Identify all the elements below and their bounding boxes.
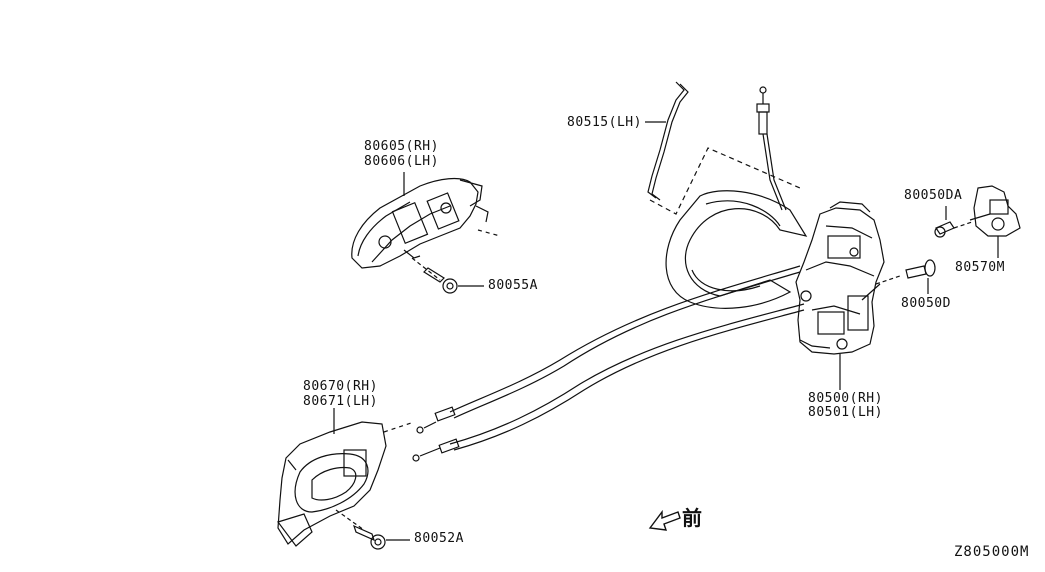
screw-80052A [335, 509, 410, 550]
rod-80515 [645, 81, 801, 215]
label-80052A: 80052A [414, 531, 464, 546]
label-80605: 80605(RH) [364, 139, 439, 154]
long-cables [412, 265, 805, 462]
striker-80570M [969, 185, 1021, 258]
front-arrow-icon [648, 509, 681, 531]
label-80501: 80501(LH) [808, 405, 883, 420]
label-80606: 80606(LH) [364, 154, 439, 169]
screw-80050DA [934, 206, 973, 238]
label-80050D: 80050D [901, 296, 951, 311]
label-80515: 80515(LH) [567, 115, 642, 130]
screw-80055A [411, 257, 484, 294]
outside-handle-assembly [351, 172, 501, 269]
cable-loop [665, 190, 808, 309]
drawing-reference: Z805000M [954, 544, 1030, 560]
label-80670: 80670(RH) [303, 379, 378, 394]
label-80500: 80500(RH) [808, 391, 883, 406]
inside-handle-assembly [277, 408, 415, 547]
screw-80050D [905, 259, 936, 294]
front-label: 前 [682, 506, 702, 530]
label-80050DA: 80050DA [904, 188, 963, 203]
label-80055A: 80055A [488, 278, 538, 293]
door-lock-actuator [795, 201, 901, 390]
label-80671: 80671(LH) [303, 394, 378, 409]
label-80570M: 80570M [955, 260, 1005, 275]
lock-cable-upper [756, 86, 787, 211]
